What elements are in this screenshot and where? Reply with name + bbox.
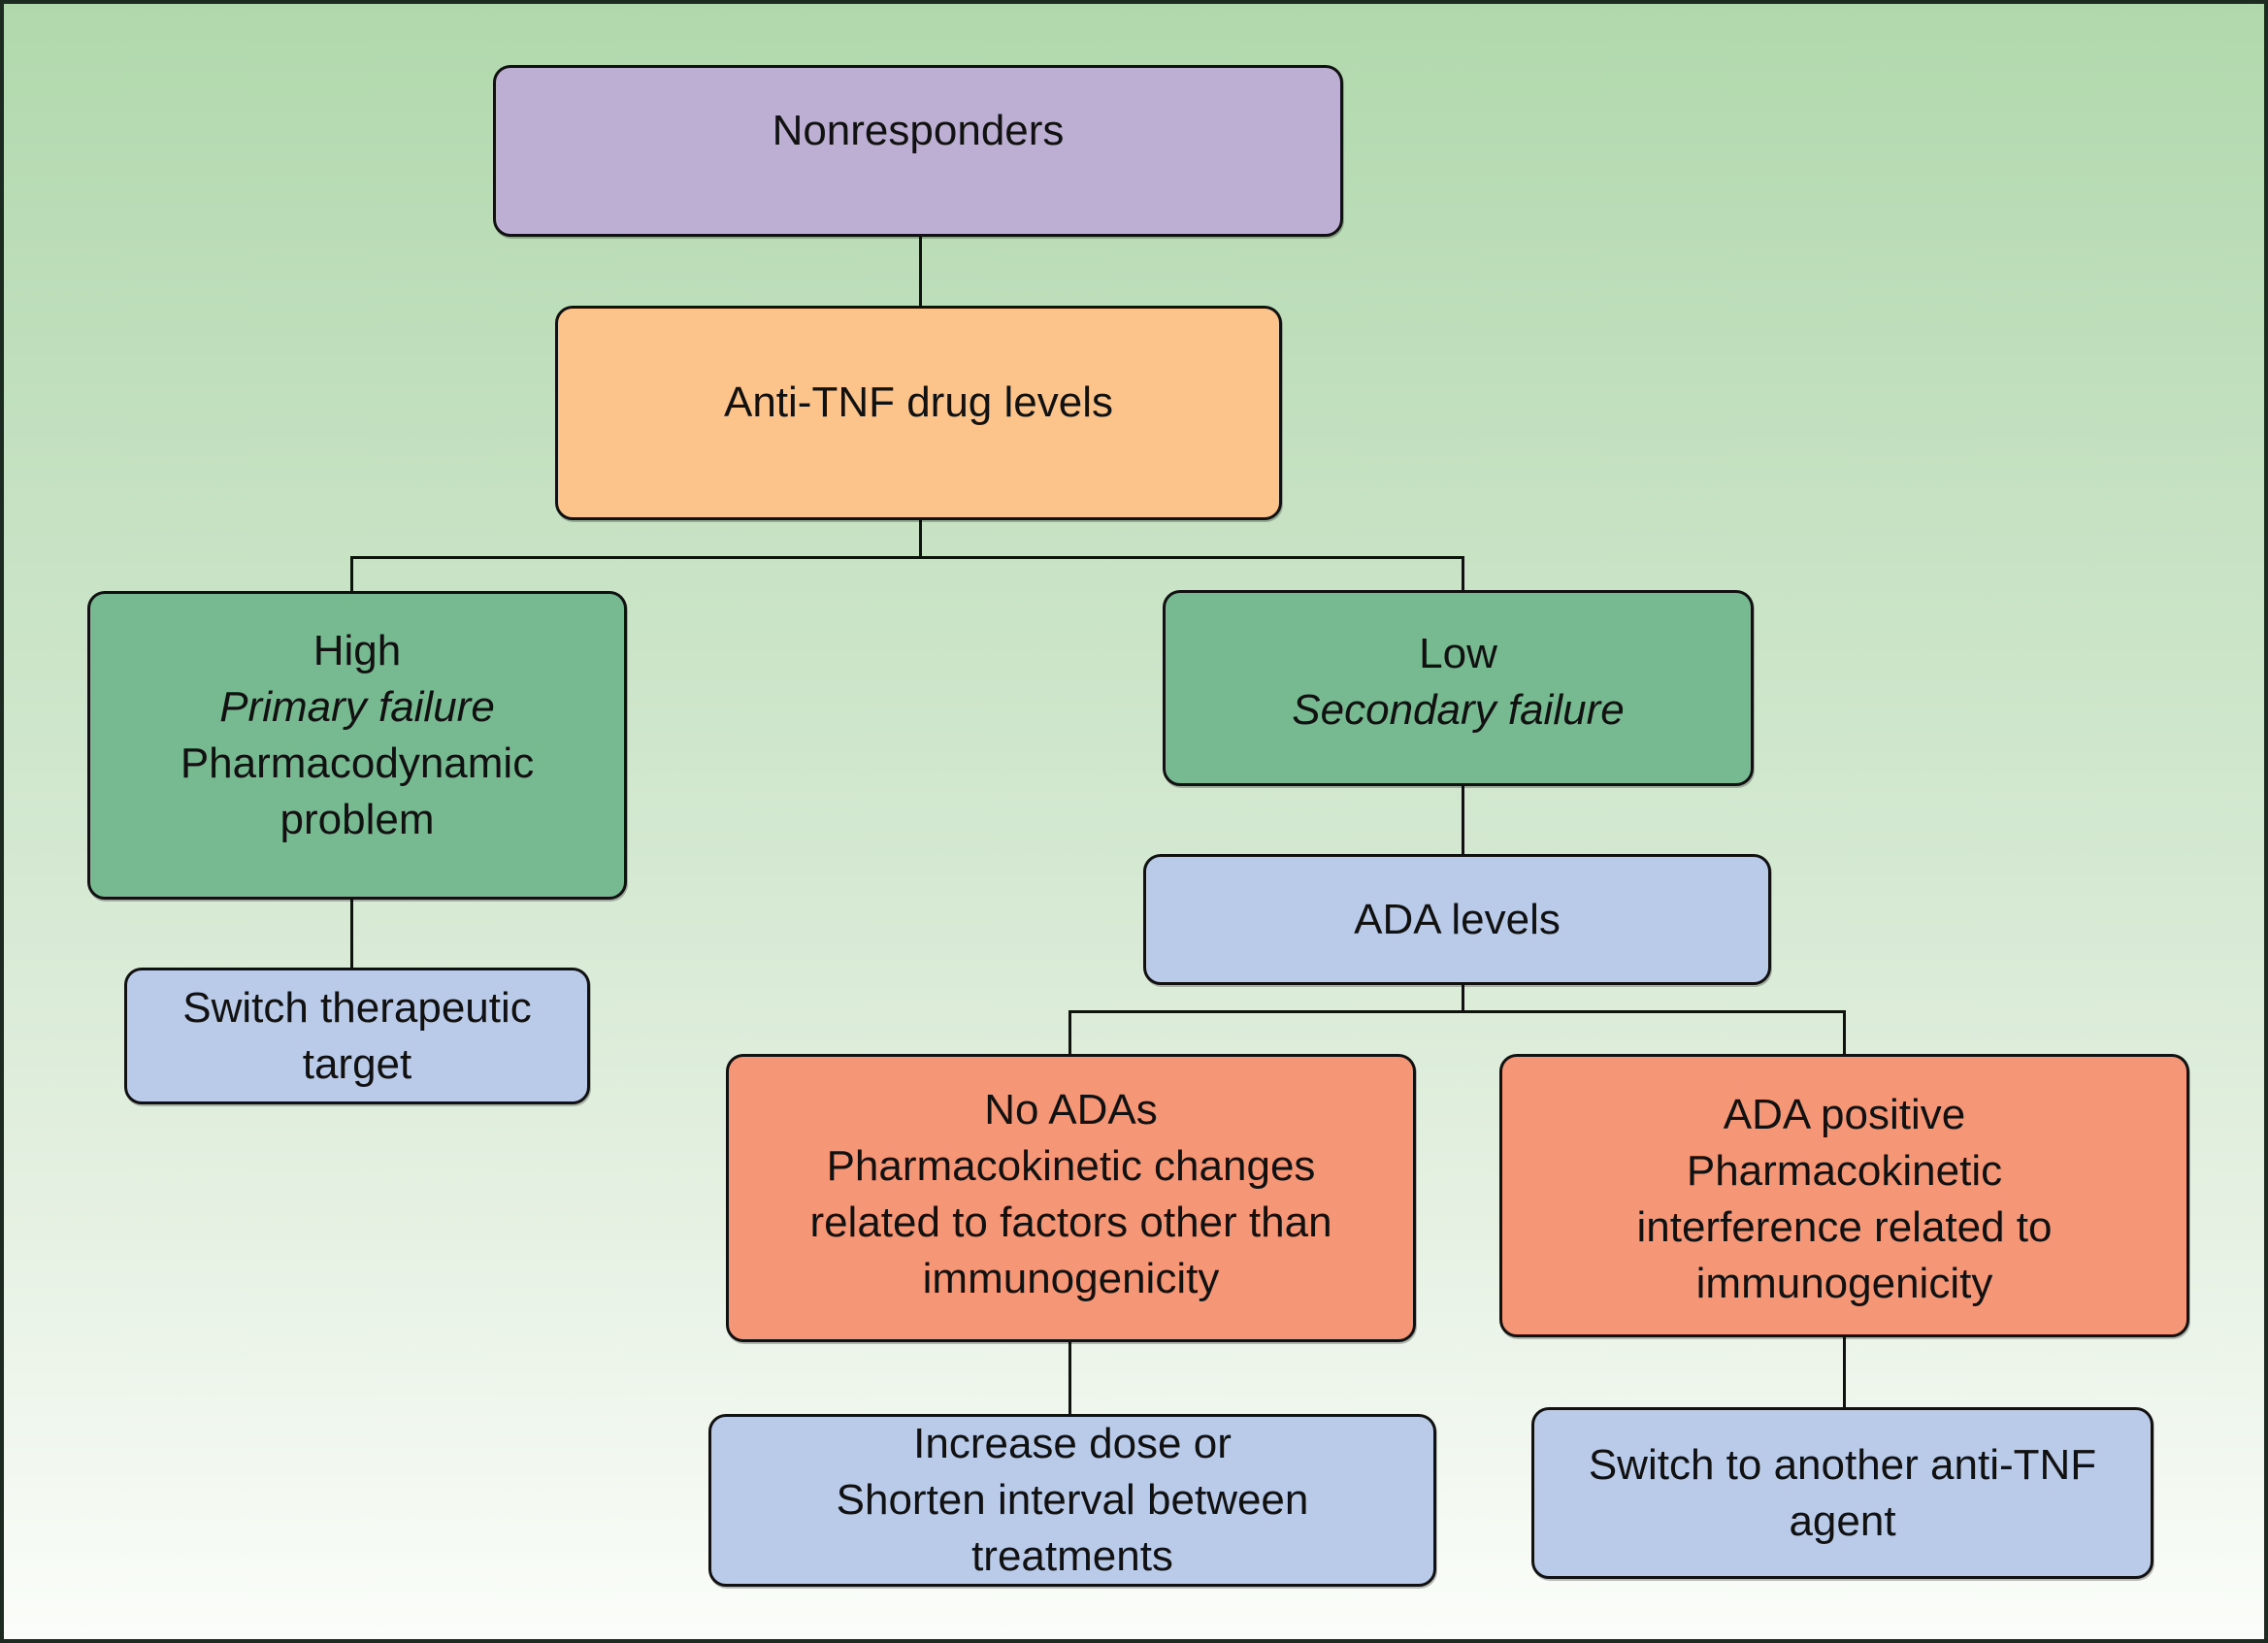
node-label: related to factors other than <box>809 1199 1332 1246</box>
connector-ada-branch <box>1068 1010 1846 1013</box>
node-nonresponders: Nonresponders <box>493 65 1343 237</box>
node-ada-positive: ADA positive Pharmacokinetic interferenc… <box>1499 1054 2189 1337</box>
node-label: Low <box>1419 630 1497 677</box>
connector-low-ada <box>1462 786 1464 855</box>
node-ada-levels: ADA levels <box>1143 854 1771 985</box>
node-label: immunogenicity <box>922 1255 1220 1302</box>
connector-adapos-switch <box>1843 1337 1846 1408</box>
node-low-secondary-failure: Low Secondary failure <box>1163 590 1754 786</box>
node-label-italic: Secondary failure <box>1292 686 1625 734</box>
node-label: Shorten interval between <box>836 1476 1309 1524</box>
node-label: Pharmacokinetic changes <box>826 1142 1316 1190</box>
connector-to-low <box>1462 556 1464 591</box>
node-label: ADA levels <box>1354 895 1561 943</box>
node-label: Nonresponders <box>772 107 1065 154</box>
node-label: interference related to <box>1636 1203 2053 1251</box>
node-label-italic: Primary failure <box>219 683 495 731</box>
node-label: Switch therapeutic <box>182 983 532 1032</box>
connector-druglevels-branch <box>350 556 1464 559</box>
node-label: problem <box>279 796 435 843</box>
connector-noadas-increase <box>1068 1342 1071 1415</box>
connector-ada-split <box>1462 985 1464 1012</box>
node-no-adas: No ADAs Pharmacokinetic changes related … <box>726 1054 1416 1342</box>
connector-to-ada-positive <box>1843 1010 1846 1055</box>
connector-druglevels-split <box>919 520 922 559</box>
connector-to-high <box>350 556 353 592</box>
node-drug-levels: Anti-TNF drug levels <box>555 306 1282 520</box>
node-label: Increase dose or <box>913 1420 1232 1467</box>
connector-nonresponders-druglevels <box>919 237 922 307</box>
node-switch-therapeutic-target: Switch therapeutic target <box>124 968 590 1104</box>
node-label: No ADAs <box>984 1086 1158 1134</box>
node-label: High <box>312 627 402 674</box>
node-label: ADA positive <box>1723 1091 1966 1138</box>
node-label: target <box>302 1039 412 1088</box>
node-high-primary-failure: High Primary failure Pharmacodynamic pro… <box>87 591 627 900</box>
node-label: treatments <box>971 1532 1173 1580</box>
node-increase-dose: Increase dose or Shorten interval betwee… <box>708 1414 1436 1587</box>
node-label: Anti-TNF drug levels <box>723 378 1113 426</box>
node-label: Pharmacokinetic <box>1686 1147 2003 1195</box>
node-label: agent <box>1789 1496 1896 1545</box>
connector-to-no-adas <box>1068 1010 1071 1055</box>
node-label: immunogenicity <box>1695 1260 1993 1307</box>
connector-high-switch <box>350 900 353 969</box>
node-label: Switch to another anti-TNF <box>1588 1440 2097 1489</box>
node-label: Pharmacodynamic <box>180 739 535 787</box>
node-switch-anti-tnf: Switch to another anti-TNF agent <box>1531 1407 2153 1579</box>
